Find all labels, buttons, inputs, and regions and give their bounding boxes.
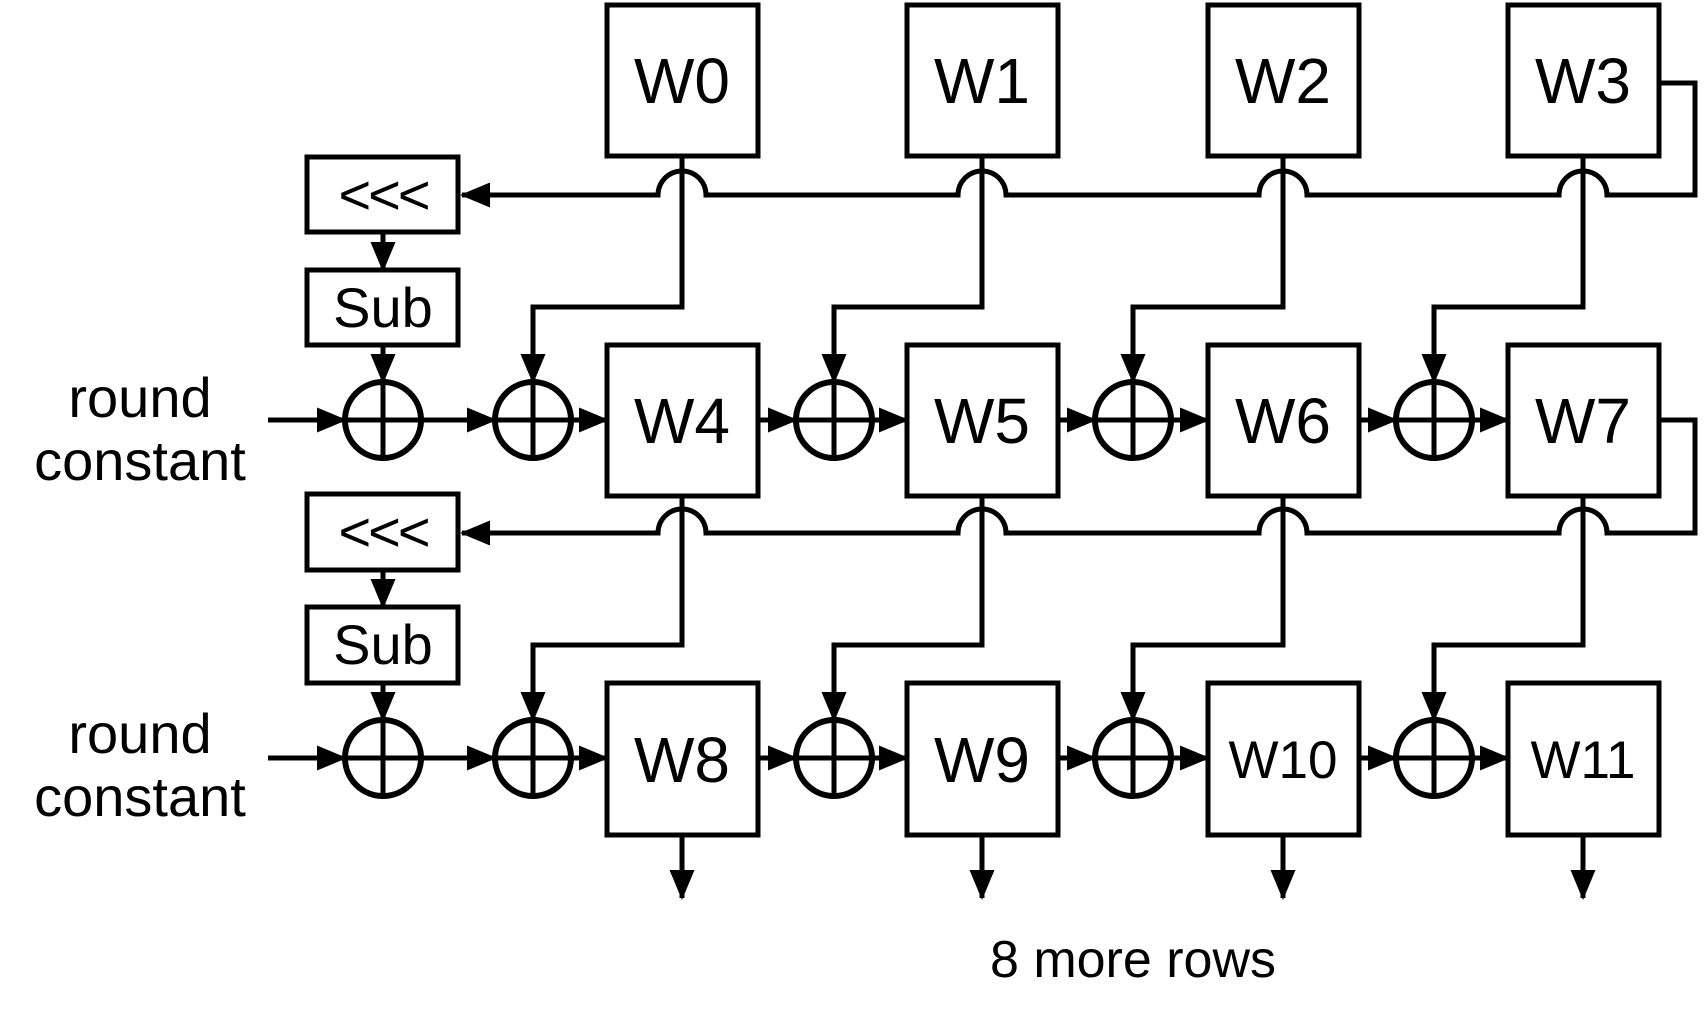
- word-label: W5: [934, 385, 1030, 457]
- round-constant-label-1: round constant: [34, 366, 246, 492]
- word-box-w8: W8: [604, 680, 761, 838]
- round-constant-line1: round: [68, 366, 211, 429]
- rotate-left-box-1: <<<: [304, 154, 461, 235]
- w7-feedback-to-rotate-line: [459, 417, 1698, 546]
- word-label: W3: [1535, 45, 1631, 117]
- word-label: W2: [1235, 45, 1331, 117]
- w7-drop-wire: [1421, 496, 1586, 723]
- rotate-left-box-2: <<<: [304, 491, 461, 573]
- rotate-left-label: <<<: [338, 500, 427, 563]
- round-constant-label-2: round constant: [34, 702, 246, 828]
- word-box-w9: W9: [904, 680, 1061, 838]
- xor-icon: [1092, 717, 1174, 799]
- word-box-w6: W6: [1205, 342, 1362, 499]
- word-box-w2: W2: [1205, 2, 1362, 159]
- w3-feedback-to-rotate-line: [459, 80, 1698, 208]
- sub-label: Sub: [333, 276, 433, 339]
- round-constant-line2: constant: [34, 765, 246, 828]
- word-label: W4: [634, 385, 730, 457]
- word-label: W7: [1535, 385, 1631, 457]
- xor-icon: [1393, 717, 1475, 799]
- sub-box-1: Sub: [304, 267, 461, 348]
- w3-drop-wire: [1421, 156, 1586, 385]
- xor-icon: [1393, 379, 1475, 461]
- word-box-w7: W7: [1505, 342, 1662, 499]
- word-box-w1: W1: [904, 2, 1061, 159]
- xor-icon: [492, 717, 574, 799]
- word-label: W0: [634, 45, 730, 117]
- rotate-left-label: <<<: [338, 163, 427, 226]
- word-label: W10: [1229, 731, 1338, 790]
- word-label: W1: [934, 45, 1030, 117]
- round-constant-line1: round: [68, 702, 211, 765]
- word-box-w5: W5: [904, 342, 1061, 499]
- w4-drop-wire: [520, 496, 685, 723]
- xor-icon: [1092, 379, 1174, 461]
- w2-drop-wire: [1120, 156, 1286, 385]
- sub-label: Sub: [333, 613, 433, 676]
- xor-icon: [793, 379, 875, 461]
- w0-drop-wire: [520, 156, 685, 385]
- word-box-w10: W10: [1205, 680, 1362, 838]
- word-box-w0: W0: [604, 2, 761, 159]
- round-constant-line2: constant: [34, 429, 246, 492]
- w1-drop-wire: [821, 156, 985, 385]
- word-box-w4: W4: [604, 342, 761, 499]
- word-label: W11: [1530, 731, 1635, 790]
- word-label: W8: [634, 724, 730, 796]
- sub-box-2: Sub: [304, 604, 461, 686]
- more-rows-note: 8 more rows: [990, 931, 1276, 989]
- w6-drop-wire: [1120, 496, 1286, 723]
- xor-icon: [492, 379, 574, 461]
- xor-icon: [342, 717, 424, 799]
- word-box-w3: W3: [1505, 2, 1662, 159]
- word-box-w11: W11: [1505, 680, 1662, 838]
- w5-drop-wire: [821, 496, 985, 723]
- xor-icon: [342, 379, 424, 461]
- xor-icon: [793, 717, 875, 799]
- word-label: W6: [1235, 385, 1331, 457]
- word-label: W9: [934, 724, 1030, 796]
